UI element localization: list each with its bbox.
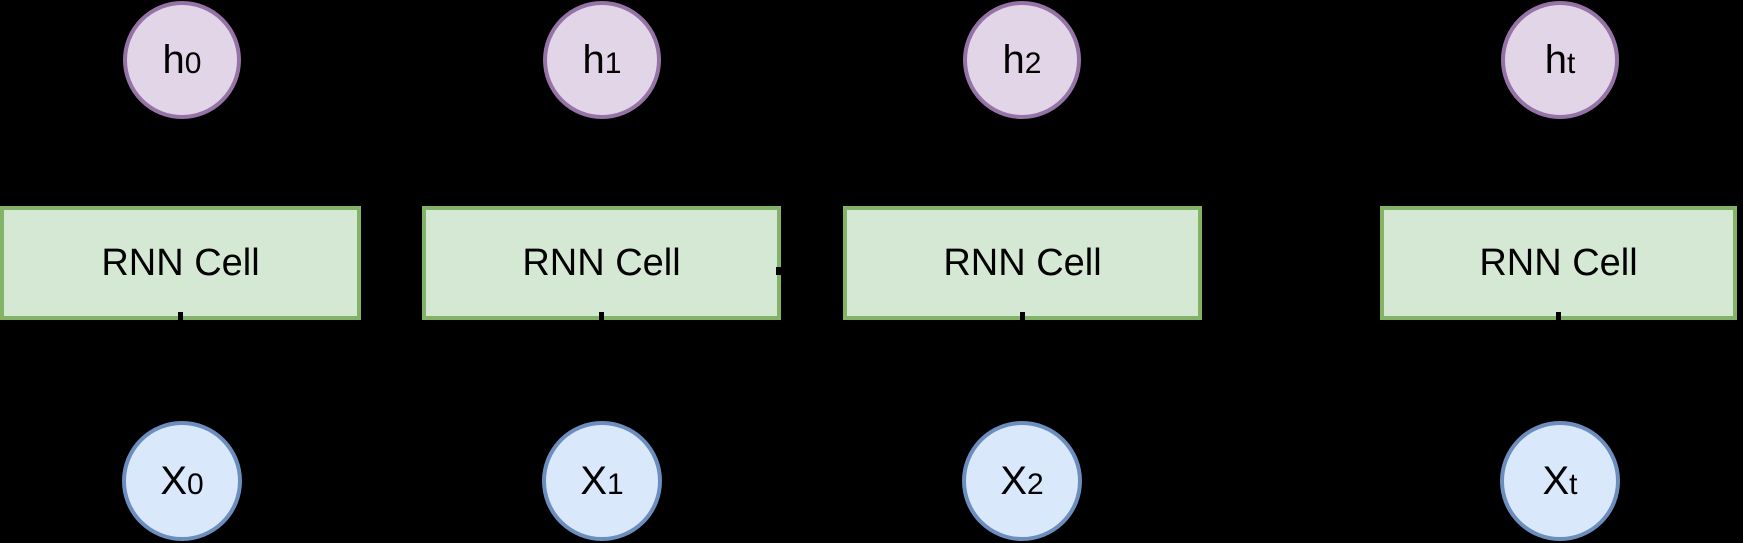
arrowhead-tick-bottom-1 [598,312,604,320]
input-node-xt: Xt [1500,421,1620,541]
input-label-x1: X1 [580,459,624,503]
rnn-cell-label-0: RNN Cell [101,242,260,284]
input-node-x2: X2 [962,421,1082,541]
hidden-state-label-h2: h2 [1002,38,1042,82]
input-node-x0: X0 [122,421,242,541]
input-node-x1: X1 [542,421,662,541]
rnn-cell-label-1: RNN Cell [522,242,681,284]
hidden-state-node-h2: h2 [963,1,1081,119]
hidden-state-label-ht: ht [1544,38,1576,82]
input-label-x0: X0 [160,459,204,503]
hidden-state-node-h0: h0 [123,1,241,119]
rnn-cell-label-2: RNN Cell [943,242,1102,284]
rnn-cell-label-t: RNN Cell [1479,242,1638,284]
input-label-x2: X2 [1000,459,1044,503]
hidden-state-label-h0: h0 [162,38,202,82]
hidden-state-label-h1: h1 [582,38,622,82]
rnn-cell-box-1: RNN Cell [422,206,781,320]
arrowhead-tick-right-1 [776,267,781,275]
rnn-cell-box-0: RNN Cell [0,206,361,320]
arrowhead-tick-bottom-0 [177,312,183,320]
arrowhead-tick-bottom-t [1555,312,1561,320]
rnn-cell-box-2: RNN Cell [843,206,1202,320]
hidden-state-node-h1: h1 [543,1,661,119]
rnn-cell-box-t: RNN Cell [1380,206,1737,320]
arrowhead-tick-bottom-2 [1019,312,1025,320]
input-label-xt: Xt [1542,459,1578,503]
hidden-state-node-ht: ht [1501,1,1619,119]
